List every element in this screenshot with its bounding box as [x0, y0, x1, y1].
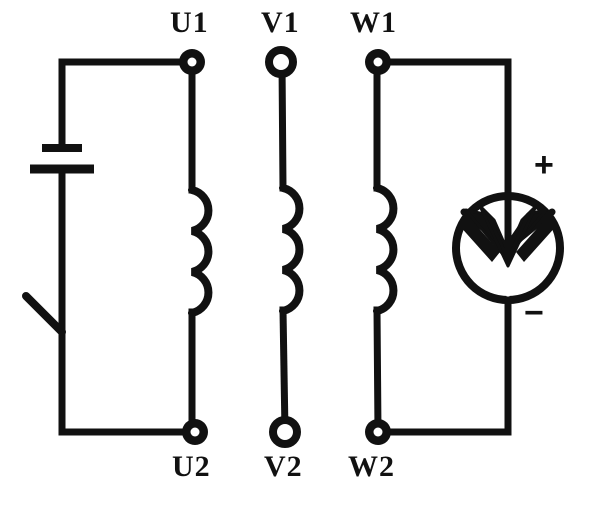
- switch-blade[interactable]: [22, 292, 66, 336]
- terminal-node-v1[interactable]: [265, 46, 297, 78]
- terminal-label-v1: V1: [261, 6, 300, 39]
- right-meter-branch: [374, 58, 564, 436]
- terminal-label-w1: W1: [350, 6, 397, 39]
- terminal-label-v2: V2: [264, 450, 303, 483]
- terminal-node-v2[interactable]: [269, 416, 301, 448]
- left-source-branch: [22, 58, 199, 436]
- wire-coil-to-v2: [279, 306, 289, 436]
- wire-coil-to-w2: [373, 306, 382, 436]
- terminal-label-u1: U1: [170, 6, 209, 39]
- coil-u: [188, 186, 213, 317]
- galvanometer-pointer-cluster: [458, 196, 558, 300]
- meter-lower-mask: [496, 268, 520, 300]
- winding-u-column: [188, 58, 213, 436]
- meter-needle-wedge-inner: [478, 204, 538, 268]
- terminal-label-u2: U2: [172, 450, 211, 483]
- terminal-label-w2: W2: [348, 450, 395, 483]
- wire-v1-to-coil: [278, 58, 287, 192]
- meter-plus-sign: +: [534, 146, 554, 184]
- meter-arrow-right: [516, 214, 558, 262]
- coil-w: [373, 184, 398, 315]
- winding-w-column: [373, 58, 398, 436]
- terminal-node-u2-bore: [190, 427, 200, 437]
- winding-v-column: [278, 58, 304, 436]
- terminal-node-w2-bore: [373, 427, 383, 437]
- terminal-node-u1-bore: [187, 57, 197, 67]
- coil-v: [279, 184, 304, 315]
- meter-arrow-left: [458, 214, 500, 262]
- terminal-node-w1-bore: [373, 57, 383, 67]
- terminal-nodes: [179, 46, 391, 448]
- meter-minus-sign: −: [524, 294, 544, 332]
